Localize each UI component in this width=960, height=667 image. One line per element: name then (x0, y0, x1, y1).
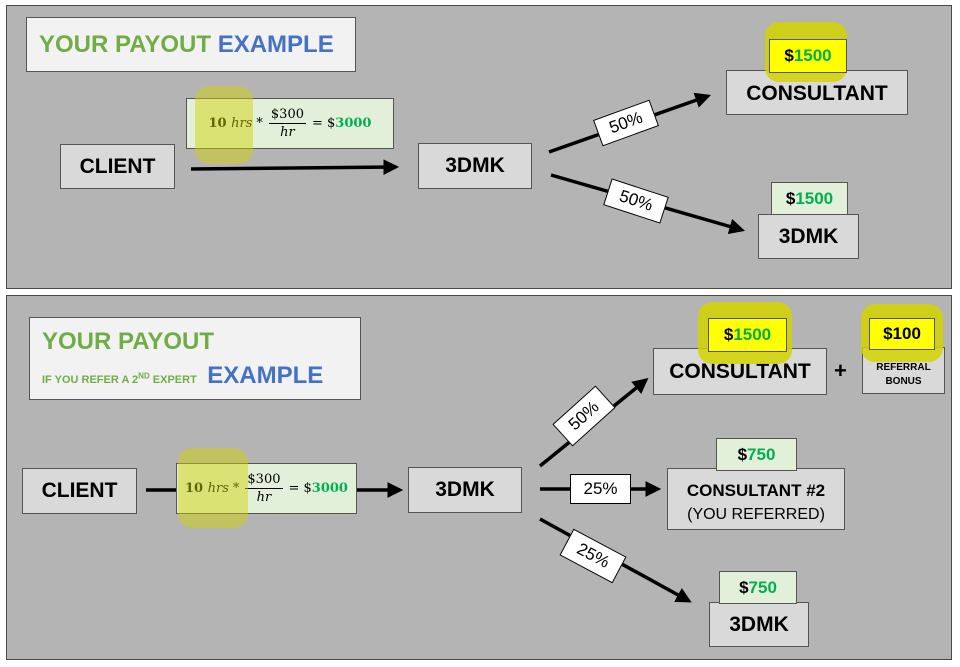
bottom-formula-result: 3000 (311, 481, 348, 496)
referral-bonus-line1: REFERRAL (876, 361, 931, 373)
bottom-title-line2: IF YOU REFER A 2ND EXPERT EXAMPLE (42, 362, 360, 390)
bottom-title-part2: EXAMPLE (207, 362, 324, 389)
top-arrow-client-hub (190, 159, 400, 175)
top-consultant-amount: $1500 (769, 39, 847, 73)
referral-amount: $100 (869, 318, 935, 350)
top-hours-highlight (195, 86, 253, 164)
top-hub-box: 3DMK (418, 143, 532, 189)
consultant2-amount: $750 (716, 438, 797, 471)
bottom-hub-label: 3DMK (435, 478, 495, 501)
top-client-box: CLIENT (60, 144, 175, 189)
bottom-formula-hours: 10 hrs (185, 481, 229, 496)
bottom-formula-rate-den: hr (256, 490, 272, 505)
bottom-consultant-amount: $1500 (708, 318, 787, 352)
top-hub-label: 3DMK (445, 154, 505, 177)
top-dmk-label: 3DMK (778, 224, 839, 248)
top-consultant-label: CONSULTANT (746, 81, 888, 105)
bottom-formula: 10 hrs * $300 hr = $3000 (176, 463, 357, 514)
bottom-consultant-label: CONSULTANT (669, 359, 811, 383)
bottom-client-label: CLIENT (41, 479, 118, 502)
top-formula: 10 hrs * $300 hr = $3000 (186, 98, 394, 149)
bottom-hub-box: 3DMK (408, 467, 522, 513)
consultant2-line2: (YOU REFERRED) (687, 506, 825, 523)
referral-bonus-line2: BONUS (885, 375, 922, 387)
bottom-title-line1: YOUR PAYOUT (42, 328, 360, 356)
bottom-consultant-box: CONSULTANT (653, 348, 827, 395)
bottom-dmk-box: 3DMK (709, 602, 809, 647)
bottom-title: YOUR PAYOUT IF YOU REFER A 2ND EXPERT EX… (29, 317, 361, 400)
bottom-split-mid: 25% (570, 474, 631, 504)
top-formula-rate-den: hr (280, 125, 295, 140)
top-title-part2: EXAMPLE (217, 31, 334, 58)
bottom-hours-highlight (178, 448, 248, 528)
top-formula-hours: 10 hrs (209, 116, 253, 131)
bottom-subtitle: IF YOU REFER A 2ND EXPERT (42, 371, 197, 386)
top-client-label: CLIENT (79, 154, 156, 178)
consultant2-line1: CONSULTANT #2 (686, 481, 826, 500)
top-formula-rate: $300 hr (268, 106, 306, 141)
top-dmk-amount: $1500 (771, 182, 848, 215)
plus-sign: + (834, 358, 847, 383)
consultant2-box: CONSULTANT #2 (YOU REFERRED) (667, 468, 845, 530)
top-formula-equals: = $ (312, 116, 336, 131)
top-title: YOUR PAYOUT EXAMPLE (26, 17, 356, 72)
bottom-formula-equals: = $ (288, 481, 312, 496)
bottom-title-part1: YOUR PAYOUT (42, 328, 215, 355)
top-title-part1: YOUR PAYOUT (39, 31, 212, 58)
bottom-formula-rate: $300 hr (245, 471, 283, 506)
top-formula-result: 3000 (335, 116, 372, 131)
bottom-formula-times: * (233, 481, 240, 496)
top-formula-times: * (256, 116, 263, 131)
top-formula-rate-num: $300 (268, 107, 306, 124)
bottom-dmk-label: 3DMK (729, 612, 789, 636)
bottom-dmk-amount: $750 (719, 571, 797, 604)
bottom-formula-rate-num: $300 (245, 472, 283, 489)
bottom-client-box: CLIENT (22, 468, 137, 514)
